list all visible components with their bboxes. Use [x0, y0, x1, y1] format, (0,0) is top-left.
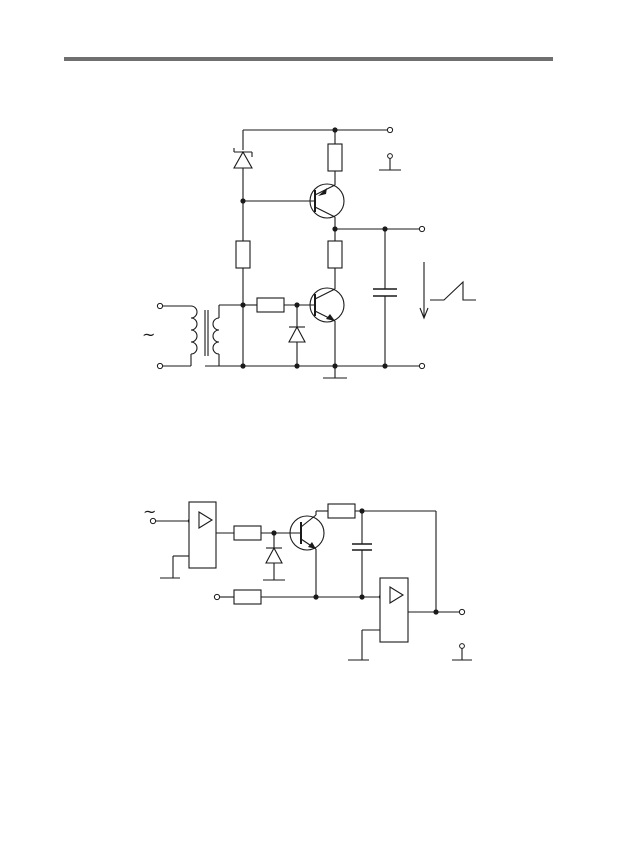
ramp-waveform-icon [430, 280, 476, 301]
output-terminal [458, 608, 466, 616]
output-arrow-icon [419, 262, 429, 320]
junction-dot [433, 609, 439, 615]
ac-source-symbol: ~ [143, 502, 156, 521]
figure-ramp-generator: ~ [142, 126, 476, 379]
figure-opamp-circuit: ~ [143, 501, 472, 661]
input-terminal [149, 517, 157, 525]
pnp-transistor-icon [309, 183, 345, 219]
npn-transistor-icon [309, 287, 345, 323]
diode-icon [288, 325, 306, 343]
ground-terminal [418, 362, 426, 370]
junction-dot [359, 594, 365, 600]
supply-terminal [386, 126, 394, 134]
resistor-icon [327, 240, 343, 269]
input-terminal [213, 593, 221, 601]
capacitor-icon [373, 288, 397, 297]
resistor-icon [233, 525, 262, 541]
resistor-icon [327, 503, 356, 519]
resistor-icon [256, 297, 285, 313]
opamp-icon [188, 501, 217, 569]
resistor-icon [235, 240, 251, 269]
capacitor-icon [352, 543, 372, 551]
junction-dot [313, 594, 319, 600]
header-rule [64, 57, 553, 61]
resistor-icon [327, 143, 343, 172]
opamp-icon [379, 577, 409, 643]
ground-icon [452, 643, 472, 661]
ac-source-symbol: ~ [142, 325, 155, 344]
resistor-icon [233, 589, 262, 605]
input-terminal [156, 302, 164, 310]
output-terminal [418, 225, 426, 233]
ground-icon [379, 153, 401, 171]
diode-icon [265, 546, 283, 564]
ground-icon [323, 366, 347, 379]
npn-transistor-icon [289, 514, 325, 551]
transformer-icon [190, 305, 220, 356]
input-terminal [156, 362, 164, 370]
zener-diode-icon [233, 148, 253, 169]
